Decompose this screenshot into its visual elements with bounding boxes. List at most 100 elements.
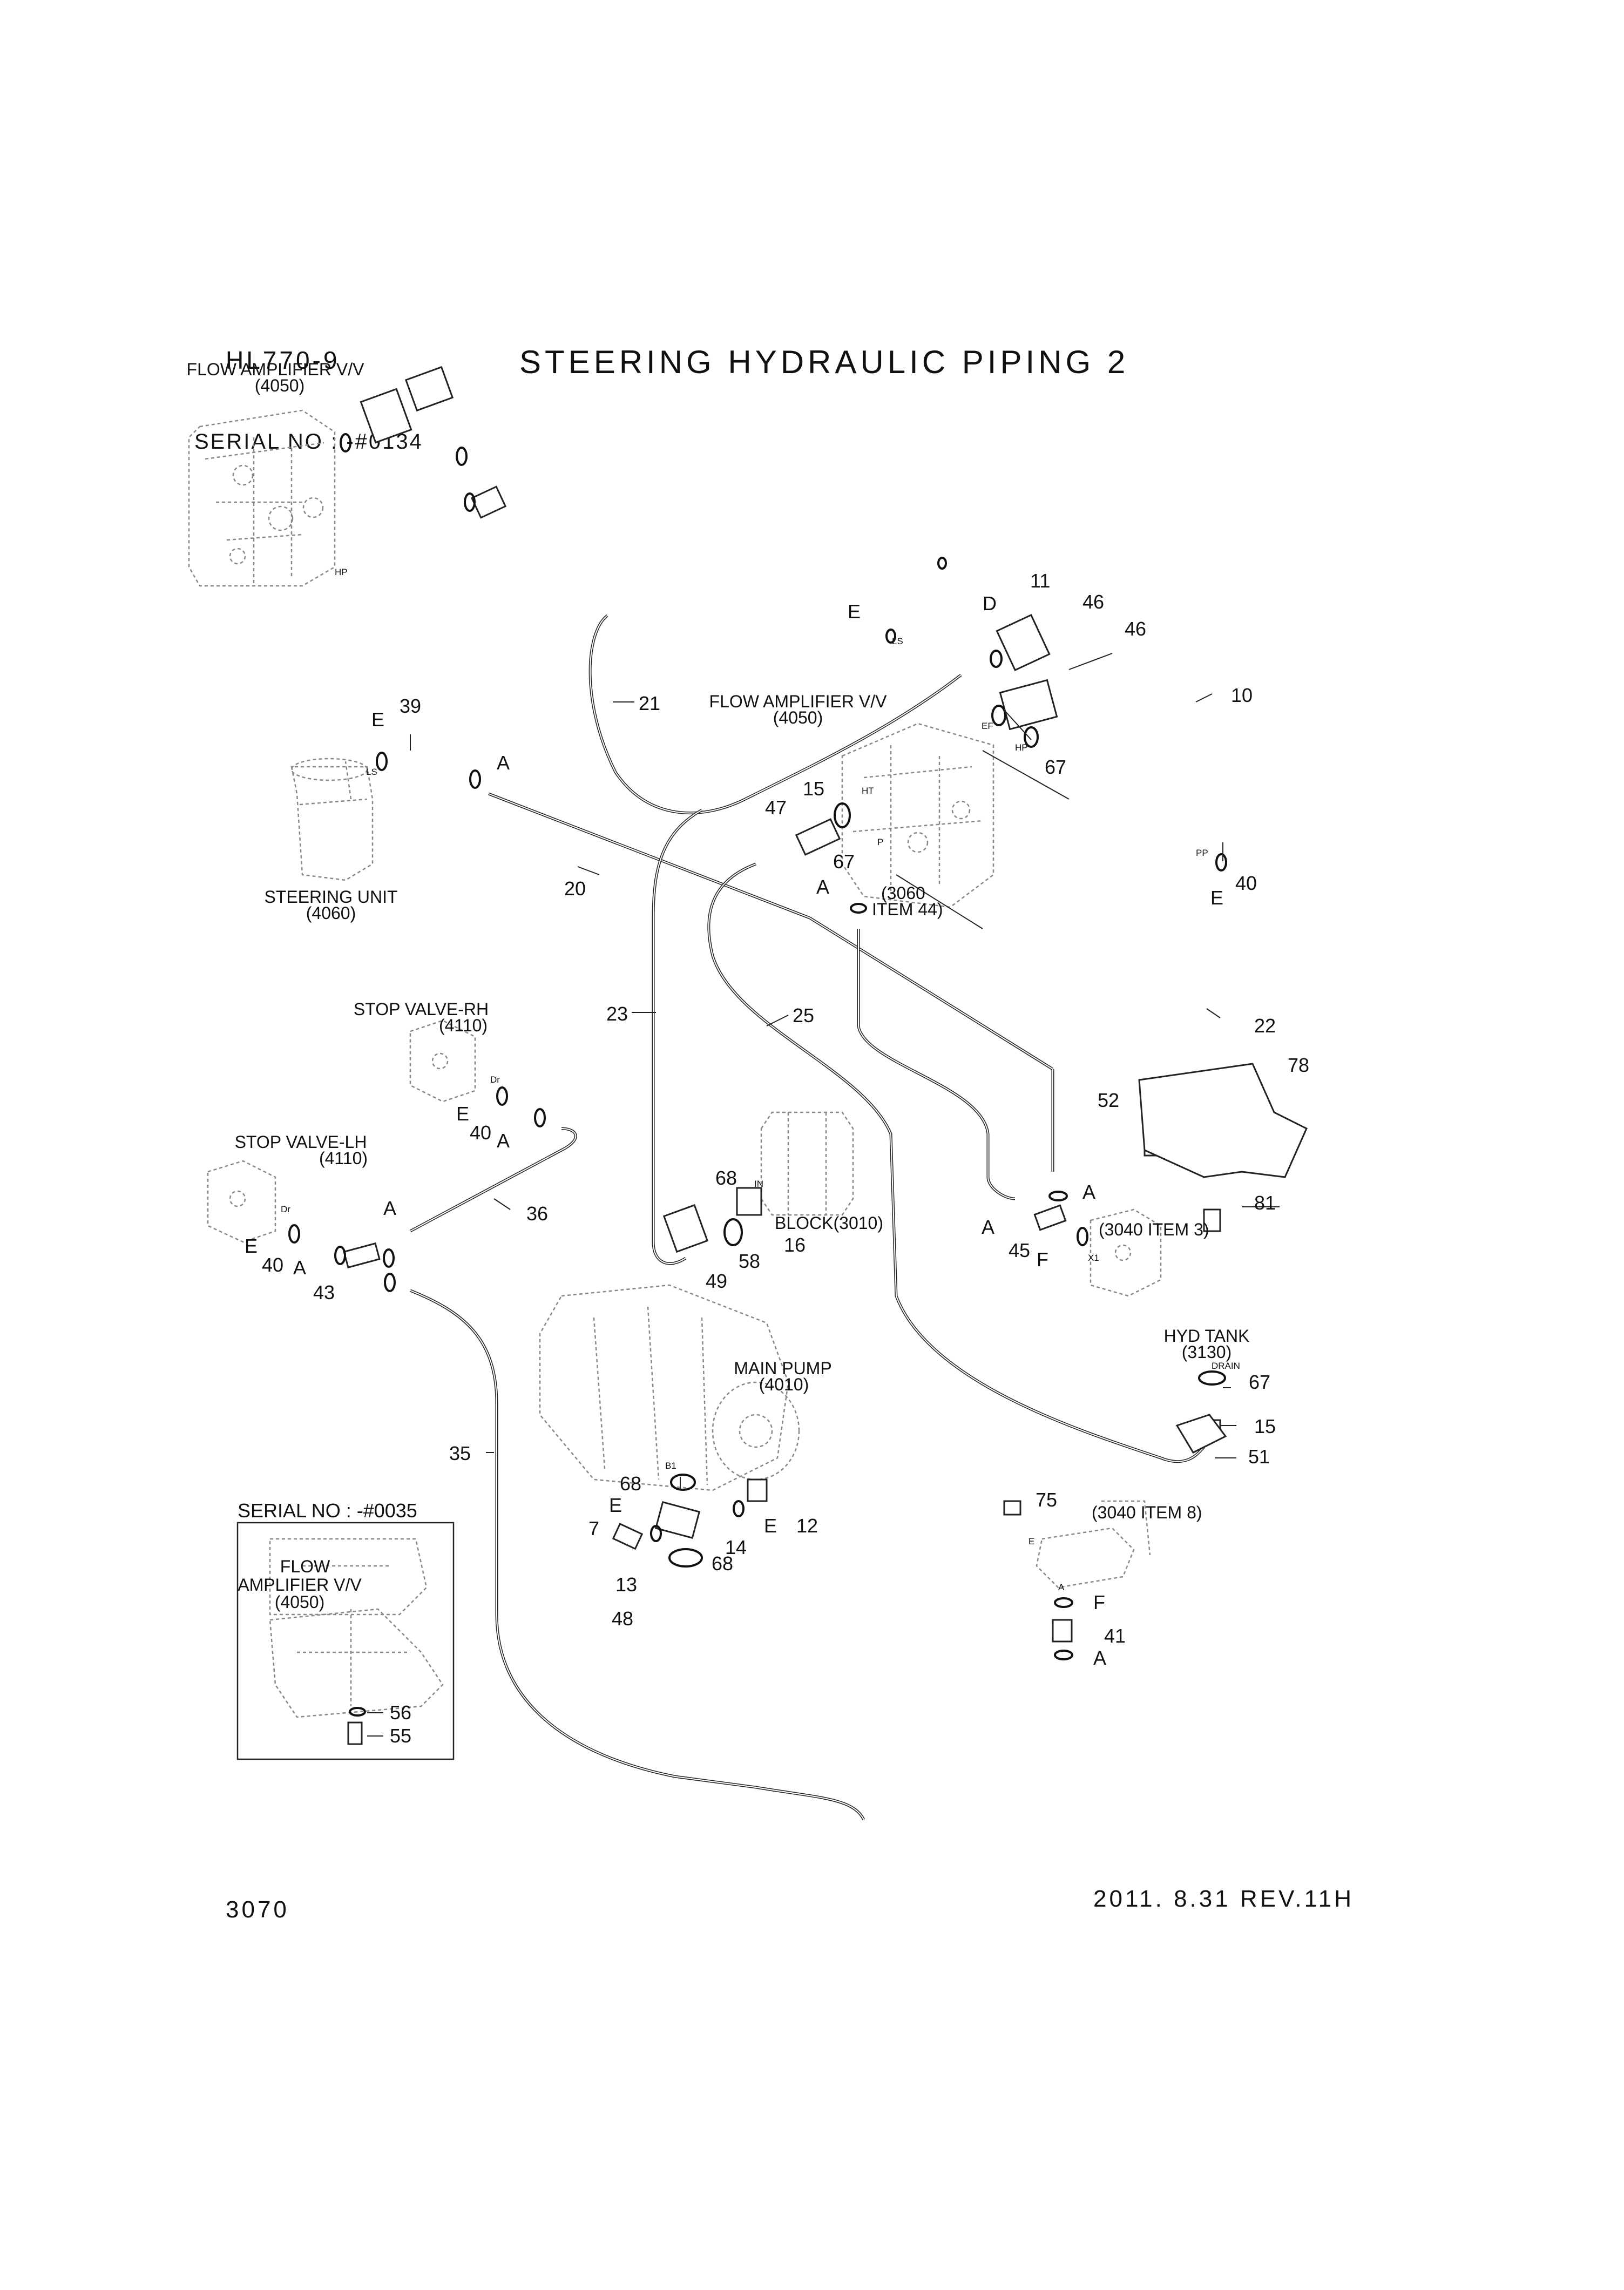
callout-56: 56 xyxy=(390,1701,411,1724)
callout-23: 23 xyxy=(606,1003,628,1025)
block-drawing xyxy=(760,1111,854,1216)
connection-letters: A A A A A A A A D E E E E E E E F F xyxy=(245,592,1223,1669)
label-ref-3060: (3060 xyxy=(881,883,925,903)
flow-amplifier-top-drawing xyxy=(188,409,336,587)
inset-label-code: (4050) xyxy=(275,1592,325,1612)
port-in: IN xyxy=(754,1179,763,1189)
label-stop-valve-lh-code: (4110) xyxy=(319,1149,368,1168)
port-b1: B1 xyxy=(665,1461,676,1471)
callout-40-rh: 40 xyxy=(470,1122,491,1144)
leader-lines xyxy=(367,653,1280,1737)
callout-52: 52 xyxy=(1098,1089,1119,1111)
port-dr-rh: Dr xyxy=(490,1075,500,1085)
callout-78: 78 xyxy=(1288,1054,1309,1076)
inset-label-flow: FLOW xyxy=(280,1557,330,1576)
label-flow-amplifier-mid-code: (4050) xyxy=(773,708,823,727)
callout-10: 10 xyxy=(1231,684,1253,706)
pipe-elbow-drawing xyxy=(1036,1500,1151,1589)
page-title: STEERING HYDRAULIC PIPING 2 xyxy=(519,344,1129,380)
callout-67-mid: 67 xyxy=(833,850,855,873)
label-hyd-tank-code: (3130) xyxy=(1182,1342,1232,1362)
letter-A-45: A xyxy=(982,1216,994,1238)
label-flow-amplifier-mid: FLOW AMPLIFIER V/V xyxy=(709,692,888,711)
callout-67-upper: 67 xyxy=(1045,756,1066,778)
port-e-elbow: E xyxy=(1028,1536,1034,1546)
port-dr-lh: Dr xyxy=(281,1204,290,1214)
steering-unit-drawing xyxy=(290,758,374,881)
label-main-pump-code: (4010) xyxy=(759,1375,809,1394)
page-number: 3070 xyxy=(226,1896,289,1923)
callout-36: 36 xyxy=(526,1203,548,1225)
hose-35 xyxy=(410,1289,865,1821)
callout-16: 16 xyxy=(784,1234,806,1256)
callout-68-pump-lower: 68 xyxy=(712,1552,733,1575)
label-ref-3060-item: ITEM 44) xyxy=(872,900,943,919)
port-a-elbow: A xyxy=(1058,1582,1065,1592)
model-label: HL770-9 xyxy=(226,346,340,374)
label-stop-valve-lh: STOP VALVE-LH xyxy=(235,1132,367,1152)
valve-block-right-drawing xyxy=(1090,1208,1162,1297)
inset-serial: SERIAL NO : -#0035 xyxy=(238,1499,417,1522)
callout-47: 47 xyxy=(765,796,787,819)
label-stop-valve-rh-code: (4110) xyxy=(439,1016,488,1035)
callout-21: 21 xyxy=(639,692,660,714)
bracket-78 xyxy=(1138,1063,1308,1178)
callout-68-pump-upper: 68 xyxy=(620,1472,641,1495)
callout-15-lower: 15 xyxy=(1254,1415,1276,1437)
port-x1: X1 xyxy=(1088,1253,1099,1263)
port-labels: HP HP LS LS E F HT P PP Dr Dr IN B1 X1 DR… xyxy=(281,567,1240,1592)
inset-label-amplifier: AMPLIFIER V/V xyxy=(238,1575,362,1595)
callout-14: 14 xyxy=(725,1536,747,1558)
letter-E-lh: E xyxy=(245,1235,258,1257)
callout-25: 25 xyxy=(793,1004,814,1026)
hose-36 xyxy=(409,1127,577,1233)
label-ref-3040-3: (3040 ITEM 3) xyxy=(1099,1220,1209,1239)
letter-E-pump-left: E xyxy=(609,1494,622,1516)
letter-A-rh: A xyxy=(497,1130,510,1152)
callout-58: 58 xyxy=(739,1250,760,1272)
letter-A-lh-lower: A xyxy=(293,1257,306,1279)
callout-67-tank: 67 xyxy=(1249,1371,1270,1393)
inset-flow-amplifier-drawing xyxy=(269,1538,444,1718)
callout-7: 7 xyxy=(588,1517,599,1539)
hose-23 xyxy=(652,808,703,1265)
callout-40-lh: 40 xyxy=(262,1254,283,1276)
hose-21 xyxy=(588,614,962,815)
port-pp: PP xyxy=(1196,848,1208,858)
hose-25 xyxy=(707,862,1205,1463)
stop-valve-rh-drawing xyxy=(409,1019,476,1103)
port-hp-mid: HP xyxy=(1015,742,1028,753)
hose-3060-line xyxy=(857,929,1016,1200)
callout-22: 22 xyxy=(1254,1015,1276,1037)
label-main-pump: MAIN PUMP xyxy=(734,1359,831,1378)
letter-A-lh-upper: A xyxy=(383,1197,396,1219)
inset-frame xyxy=(236,1522,455,1760)
port-drain: DRAIN xyxy=(1212,1361,1240,1371)
letter-A-hose20: A xyxy=(497,752,510,774)
port-ls-top: LS xyxy=(892,636,903,646)
port-p: P xyxy=(877,837,883,847)
callout-20: 20 xyxy=(564,877,586,900)
hose-20 xyxy=(488,792,1054,1071)
stop-valve-lh-drawing xyxy=(207,1160,276,1243)
callout-40-pp: 40 xyxy=(1235,872,1257,894)
letter-F-bottom: F xyxy=(1093,1591,1105,1613)
letter-A-bottom: A xyxy=(1093,1647,1106,1669)
letter-E-pump-right: E xyxy=(764,1515,777,1537)
flow-amplifier-mid-drawing xyxy=(841,722,994,908)
label-stop-valve-rh: STOP VALVE-RH xyxy=(354,999,489,1019)
callout-68-block: 68 xyxy=(715,1167,737,1189)
callout-12: 12 xyxy=(796,1515,818,1537)
callout-35: 35 xyxy=(449,1442,471,1464)
letter-E-rh: E xyxy=(456,1103,469,1125)
callout-55: 55 xyxy=(390,1725,411,1747)
port-hp-top: HP xyxy=(335,567,348,577)
letter-F-45: F xyxy=(1037,1248,1048,1271)
callout-51: 51 xyxy=(1248,1445,1270,1468)
label-steering-unit-code: (4060) xyxy=(306,903,356,923)
port-ls-steering: LS xyxy=(366,767,377,777)
callout-39: 39 xyxy=(400,695,421,717)
port-ht: HT xyxy=(862,786,874,796)
callout-41: 41 xyxy=(1104,1625,1126,1647)
label-block: BLOCK(3010) xyxy=(775,1213,883,1233)
